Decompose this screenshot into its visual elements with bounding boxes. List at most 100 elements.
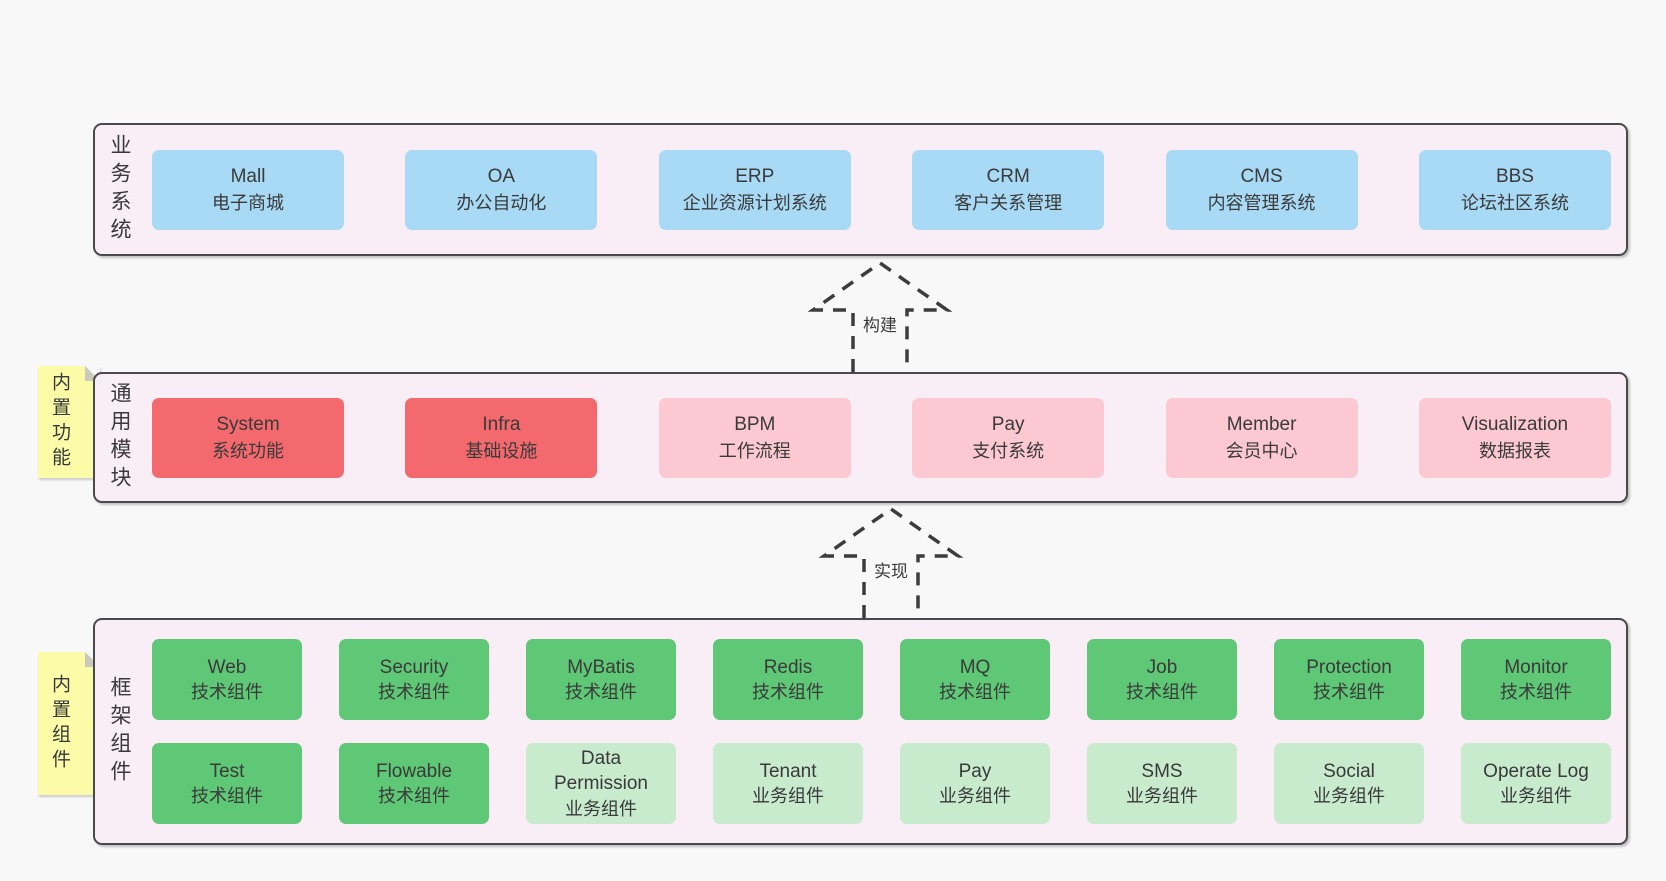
sticky-note-built-in-components: 内置组件 (38, 652, 100, 795)
build-arrow-label: 构建 (859, 310, 901, 337)
node-erp: ERP 企业资源计划系统 (658, 149, 851, 230)
node-subtitle: 内容管理系统 (1207, 193, 1316, 214)
node-subtitle: 基础设施 (465, 441, 538, 462)
node-subtitle: 技术组件 (378, 786, 450, 807)
implement-arrow-label: 实现 (870, 556, 912, 583)
node-subtitle: 技术组件 (752, 682, 824, 703)
node-title: Pay (958, 760, 992, 782)
node-title: System (216, 413, 280, 435)
node-web: Web 技术组件 (152, 639, 302, 720)
node-mq: MQ 技术组件 (900, 639, 1050, 720)
node-protection: Protection 技术组件 (1274, 639, 1424, 720)
node-job: Job 技术组件 (1087, 639, 1237, 720)
node-operate-log: Operate Log 业务组件 (1461, 743, 1611, 824)
node-title: CMS (1240, 165, 1283, 187)
node-security: Security 技术组件 (339, 639, 489, 720)
node-subtitle: 办公自动化 (456, 193, 547, 214)
panel-label-business-systems: 业务系统 (108, 133, 131, 246)
node-data-permission: Data Permission 业务组件 (526, 743, 676, 824)
node-title: Monitor (1504, 656, 1568, 678)
node-title: Visualization (1461, 413, 1569, 435)
node-pay-component: Pay 业务组件 (900, 743, 1050, 824)
component-nodes-row-1: Web 技术组件 Security 技术组件 MyBatis 技术组件 Redi… (152, 639, 1611, 720)
node-subtitle: 业务组件 (939, 786, 1011, 807)
node-title: MyBatis (567, 656, 635, 678)
node-subtitle: 技术组件 (1313, 682, 1385, 703)
sticky-note-text: 内置功能 (49, 372, 70, 472)
node-mall: Mall 电子商城 (152, 149, 344, 230)
node-subtitle: 业务组件 (1126, 786, 1198, 807)
node-system: System 系统功能 (152, 397, 344, 478)
node-title: Pay (991, 413, 1025, 435)
node-flowable: Flowable 技术组件 (339, 743, 489, 824)
node-title: Infra (482, 413, 521, 435)
node-title: BPM (734, 413, 776, 435)
implement-arrow: 实现 (816, 504, 966, 618)
node-title: Web (207, 656, 247, 678)
node-test: Test 技术组件 (152, 743, 302, 824)
node-subtitle: 技术组件 (191, 786, 263, 807)
node-subtitle: 业务组件 (1313, 786, 1385, 807)
node-subtitle: 技术组件 (939, 682, 1011, 703)
node-title: Data Permission (554, 747, 648, 795)
component-nodes-row-2: Test 技术组件 Flowable 技术组件 Data Permission … (152, 743, 1611, 824)
build-arrow: 构建 (805, 258, 955, 372)
node-title: OA (487, 165, 516, 187)
node-crm: CRM 客户关系管理 (912, 149, 1105, 230)
node-title: Job (1146, 656, 1178, 678)
node-subtitle: 支付系统 (972, 441, 1045, 462)
sticky-note-built-in-features: 内置功能 (38, 366, 100, 478)
node-subtitle: 技术组件 (1500, 682, 1572, 703)
node-bpm: BPM 工作流程 (658, 397, 851, 478)
node-title: Security (379, 656, 449, 678)
panel-framework-components: 框架组件 Web 技术组件 Security 技术组件 MyBatis 技术组件… (93, 618, 1628, 845)
node-title: Redis (763, 656, 813, 678)
node-subtitle: 技术组件 (1126, 682, 1198, 703)
node-subtitle: 论坛社区系统 (1460, 193, 1569, 214)
node-infra: Infra 基础设施 (405, 397, 598, 478)
node-subtitle: 企业资源计划系统 (682, 193, 827, 214)
component-nodes-grid: Web 技术组件 Security 技术组件 MyBatis 技术组件 Redi… (152, 639, 1611, 824)
node-title: Operate Log (1483, 760, 1589, 782)
node-subtitle: 系统功能 (212, 441, 284, 462)
panel-common-modules: 通用模块 System 系统功能 Infra 基础设施 BPM 工作流程 Pay… (93, 372, 1628, 503)
panel-label-common-modules: 通用模块 (108, 381, 131, 494)
node-title: Social (1323, 760, 1375, 782)
node-subtitle: 业务组件 (1500, 786, 1572, 807)
up-arrow-icon (807, 260, 953, 372)
node-redis: Redis 技术组件 (713, 639, 863, 720)
node-social: Social 业务组件 (1274, 743, 1424, 824)
node-title: Protection (1306, 656, 1392, 678)
node-mybatis: MyBatis 技术组件 (526, 639, 676, 720)
node-title: CRM (986, 165, 1030, 187)
up-arrow-icon (818, 506, 964, 618)
node-cms: CMS 内容管理系统 (1165, 149, 1358, 230)
node-title: SMS (1141, 760, 1183, 782)
node-title: BBS (1495, 165, 1534, 187)
panel-business-systems: 业务系统 Mall 电子商城 OA 办公自动化 ERP 企业资源计划系统 CRM… (93, 123, 1628, 256)
node-title: Flowable (375, 760, 453, 782)
node-subtitle: 业务组件 (752, 786, 824, 807)
node-subtitle: 客户关系管理 (954, 193, 1063, 214)
node-title: ERP (735, 165, 775, 187)
node-monitor: Monitor 技术组件 (1461, 639, 1611, 720)
node-title: Member (1226, 413, 1297, 435)
node-subtitle: 工作流程 (718, 441, 791, 462)
node-pay: Pay 支付系统 (912, 397, 1105, 478)
node-tenant: Tenant 业务组件 (713, 743, 863, 824)
node-subtitle: 会员中心 (1225, 441, 1298, 462)
business-nodes-row: Mall 电子商城 OA 办公自动化 ERP 企业资源计划系统 CRM 客户关系… (152, 149, 1611, 230)
node-title: Test (209, 760, 245, 782)
node-title: Tenant (759, 760, 817, 782)
node-subtitle: 电子商城 (212, 193, 284, 214)
node-bbs: BBS 论坛社区系统 (1418, 149, 1611, 230)
node-title: Mall (230, 165, 266, 187)
module-nodes-row: System 系统功能 Infra 基础设施 BPM 工作流程 Pay 支付系统… (152, 397, 1611, 478)
sticky-note-text: 内置组件 (49, 673, 70, 774)
panel-label-framework-components: 框架组件 (108, 675, 131, 788)
node-member: Member 会员中心 (1165, 397, 1358, 478)
node-title: MQ (959, 656, 991, 678)
node-subtitle: 技术组件 (565, 682, 637, 703)
node-visualization: Visualization 数据报表 (1418, 397, 1611, 478)
